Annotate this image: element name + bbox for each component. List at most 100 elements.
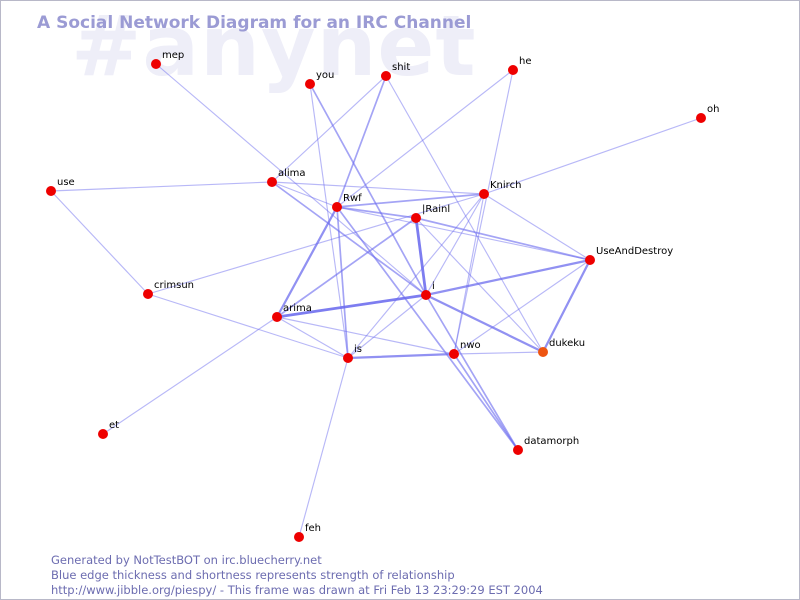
edge-is-nwo: [346, 352, 456, 360]
node-et[interactable]: et: [98, 420, 119, 439]
node-is[interactable]: is: [343, 344, 362, 363]
edge-Knirch-crimsun: [147, 193, 485, 295]
edge-arima-et: [102, 316, 278, 435]
node-i[interactable]: i: [421, 281, 435, 300]
node-label: feh: [305, 523, 321, 534]
edge-alima-Rwf: [271, 181, 338, 208]
edge-UseAndDestroy-i: [424, 258, 592, 297]
edge-mep-i: [155, 63, 427, 296]
node-Rwf[interactable]: Rwf: [332, 193, 362, 212]
footer-legend-note: Blue edge thickness and shortness repres…: [51, 568, 455, 582]
node-dot[interactable]: [98, 429, 108, 439]
node-dot[interactable]: [411, 213, 421, 223]
node-alima[interactable]: alima: [267, 168, 306, 187]
edge-i-is: [347, 294, 427, 359]
node-you[interactable]: you: [305, 70, 334, 89]
node-dot[interactable]: [294, 532, 304, 542]
node-label: arima: [283, 303, 312, 314]
node-oh[interactable]: oh: [696, 104, 719, 123]
node-dot[interactable]: [143, 289, 153, 299]
edge-Rwf-UseAndDestroy: [336, 206, 591, 261]
node-label: shit: [392, 62, 410, 73]
node-label: et: [109, 420, 119, 431]
node-UseAndDestroy[interactable]: UseAndDestroy: [585, 246, 673, 265]
node-dot[interactable]: [305, 79, 315, 89]
node-dot[interactable]: [513, 445, 523, 455]
edge-nwo-dukeku: [453, 351, 544, 355]
edge-Rwf-Rainl: [336, 206, 417, 219]
node-label: i: [432, 281, 435, 292]
node-dot[interactable]: [151, 59, 161, 69]
edge-Knirch-nwo: [453, 193, 485, 355]
edge-Knirch-is: [347, 193, 485, 359]
edge-layer: [50, 63, 702, 538]
edge-he-Rwf: [336, 69, 514, 208]
node-arima[interactable]: arima: [272, 303, 312, 322]
edge-nwo-datamorph: [453, 353, 519, 451]
node-dukeku[interactable]: dukeku: [538, 338, 585, 357]
node-mep[interactable]: mep: [151, 50, 184, 69]
edge-Rainl-UseAndDestroy: [415, 217, 591, 261]
edge-alima-i: [271, 181, 427, 296]
node-dot[interactable]: [449, 349, 459, 359]
node-shit[interactable]: shit: [381, 62, 410, 81]
node-dot[interactable]: [421, 290, 431, 300]
edge-Rainl-i: [414, 216, 428, 297]
node-label: Rwf: [343, 193, 362, 204]
node-label: crimsun: [154, 280, 194, 291]
edge-Rainl-arima: [276, 217, 417, 318]
node-dot[interactable]: [696, 113, 706, 123]
edge-oh-Knirch: [483, 117, 702, 195]
node-dot[interactable]: [479, 189, 489, 199]
node-label: is: [354, 344, 362, 355]
edge-use-crimsun: [50, 190, 149, 295]
edge-is-feh: [298, 357, 349, 538]
node-dot[interactable]: [343, 353, 353, 363]
edge-UseAndDestroy-nwo: [453, 259, 591, 355]
node-use[interactable]: use: [46, 177, 75, 196]
node-Rainl[interactable]: |Rainl: [411, 204, 450, 223]
edge-Rwf-Knirch: [336, 193, 485, 208]
node-dot[interactable]: [267, 177, 277, 187]
node-dot[interactable]: [272, 312, 282, 322]
edge-Rwf-is: [336, 206, 349, 359]
node-label: he: [519, 56, 532, 67]
node-label: nwo: [460, 340, 481, 351]
edge-Rwf-arima: [275, 205, 339, 319]
node-dot[interactable]: [508, 65, 518, 75]
node-feh[interactable]: feh: [294, 523, 321, 542]
edge-you-i: [309, 83, 427, 296]
node-Knirch[interactable]: Knirch: [479, 180, 521, 199]
edge-shit-dukeku: [385, 75, 544, 353]
node-nwo[interactable]: nwo: [449, 340, 481, 359]
node-he[interactable]: he: [508, 56, 532, 75]
node-dot[interactable]: [585, 255, 595, 265]
edge-Knirch-UseAndDestroy: [483, 193, 591, 261]
edge-crimsun-is: [147, 293, 349, 359]
footer-generated-by: Generated by NotTestBOT on irc.bluecherr…: [51, 553, 322, 567]
edge-i-arima: [275, 293, 428, 319]
edge-Knirch-i: [425, 193, 485, 296]
node-dot[interactable]: [381, 71, 391, 81]
node-datamorph[interactable]: datamorph: [513, 436, 579, 455]
diagram-title: A Social Network Diagram for an IRC Chan…: [37, 13, 472, 33]
node-dot[interactable]: [46, 186, 56, 196]
node-dot[interactable]: [332, 202, 342, 212]
node-crimsun[interactable]: crimsun: [143, 280, 194, 299]
node-label: oh: [707, 104, 719, 115]
edge-i-datamorph: [425, 294, 519, 451]
footer-source-link[interactable]: http://www.jibble.org/piespy/ - This fra…: [51, 583, 543, 597]
node-dot[interactable]: [538, 347, 548, 357]
channel-watermark: #anynet: [71, 0, 477, 95]
edge-he-nwo: [453, 69, 514, 355]
node-label: alima: [278, 168, 306, 179]
edge-UseAndDestroy-dukeku: [541, 258, 592, 354]
edge-shit-Rwf: [336, 75, 387, 208]
edge-i-dukeku: [424, 293, 545, 354]
node-label: you: [316, 70, 334, 81]
node-label: Knirch: [490, 180, 521, 191]
edge-Rwf-datamorph: [336, 206, 519, 451]
